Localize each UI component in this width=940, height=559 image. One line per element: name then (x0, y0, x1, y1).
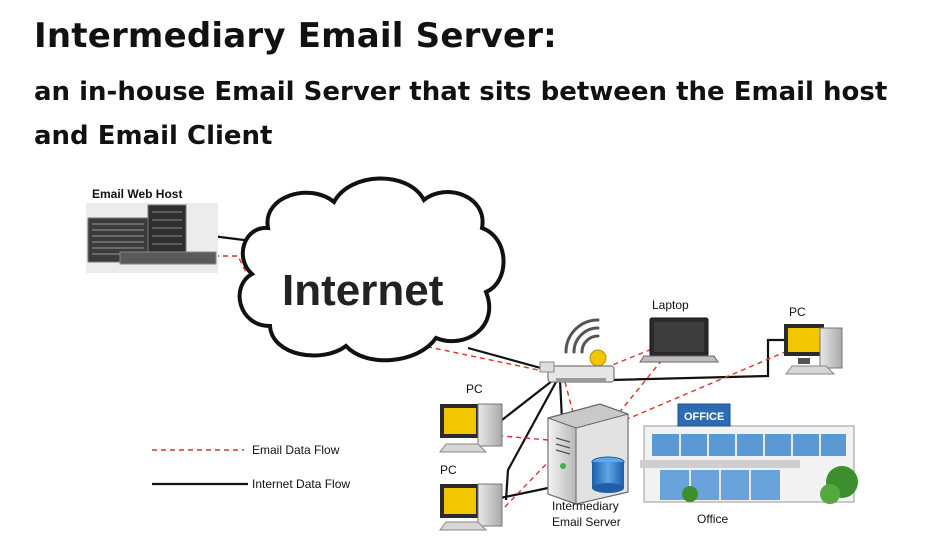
page-subtitle: an in-house Email Server that sits betwe… (34, 77, 888, 151)
pc-top-icon: PC (439, 382, 503, 453)
link-server-pc-bottom (499, 486, 549, 500)
server-label-line1: Intermediary (552, 499, 619, 513)
rack-base (119, 251, 217, 265)
laptop-icon: Laptop (639, 298, 719, 363)
pc-right-icon: PC (784, 305, 843, 375)
web-host-label: Email Web Host (92, 187, 182, 201)
pc-right-label: PC (789, 305, 806, 319)
email-web-host: Email Web Host (86, 187, 218, 273)
link-cloud-router (467, 346, 549, 372)
pc-top-label: PC (466, 382, 483, 396)
email-server-pc-right (624, 351, 786, 421)
link-router-pc-top (501, 380, 553, 421)
email-router-laptop (604, 344, 663, 369)
intermediary-email-server-icon: Intermediary Email Server (547, 403, 629, 529)
laptop-label: Laptop (652, 298, 689, 312)
router-icon (539, 318, 615, 383)
internet-cloud: Internet (237, 176, 506, 363)
legend-email-label: Email Data Flow (252, 443, 340, 457)
legend-internet-label: Internet Data Flow (252, 477, 350, 491)
office-sign: OFFICE (684, 411, 724, 423)
page-title: Intermediary Email Server: (34, 16, 557, 56)
email-router-server (564, 381, 576, 421)
server-label-line2: Email Server (552, 515, 621, 529)
pc-bottom-icon: PC (439, 463, 503, 531)
pc-bottom-label: PC (440, 463, 457, 477)
link-router-laptop-pc-right (611, 338, 790, 382)
legend: Email Data Flow Internet Data Flow (152, 443, 350, 491)
internet-label: Internet (282, 266, 444, 315)
link-router-pc-bottom (504, 381, 557, 501)
link-router-server (558, 379, 564, 421)
email-server-pc-top (501, 435, 549, 441)
email-server-pc-bottom (501, 457, 553, 511)
office-label: Office (697, 512, 728, 526)
office-building: OFFICE Office (640, 403, 858, 526)
